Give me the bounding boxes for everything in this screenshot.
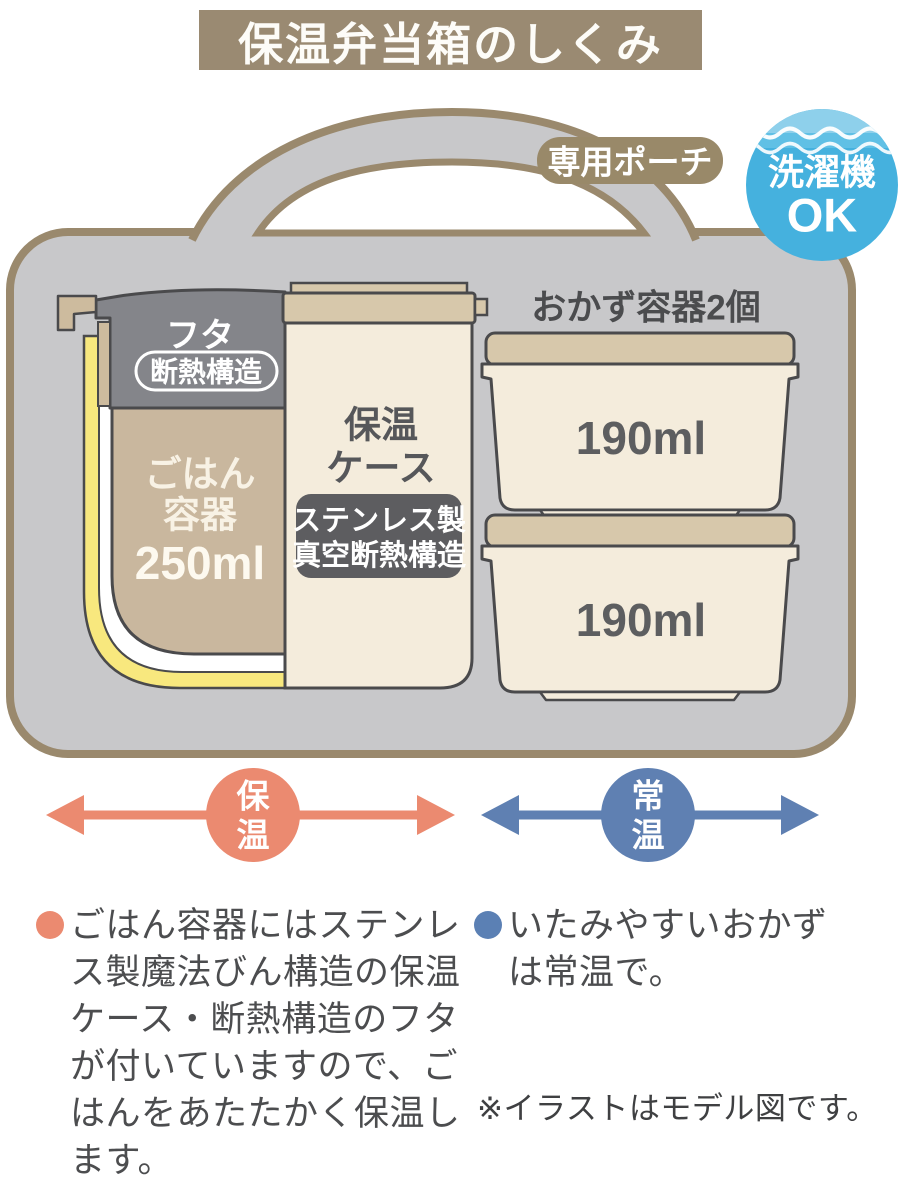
room-temp-note: いたみやすいおかずは常温で。: [474, 902, 854, 996]
keep-warm-arrowhead-left: [46, 795, 84, 835]
lid-label: フタ: [166, 317, 234, 355]
room-temp-char1: 常: [632, 778, 665, 815]
page-title: 保温弁当箱のしくみ: [199, 10, 702, 70]
insulated-lid: [94, 288, 287, 410]
keep-warm-arrowhead-right: [417, 795, 455, 835]
keep-warm-char2: 温: [237, 817, 270, 854]
side-container-1-lid: [484, 331, 796, 367]
room-temp-note-text: いたみやすいおかずは常温で。: [508, 906, 828, 992]
washer-badge-line2: OK: [787, 189, 858, 242]
side-container-1-body: [480, 362, 800, 512]
room-temp-arrowhead-left: [481, 795, 519, 835]
pouch-label-pill: [537, 137, 723, 184]
side-container-2-capacity: 190ml: [576, 594, 706, 646]
thermal-case-line1: 保温: [344, 405, 418, 446]
room-bullet-icon: [474, 911, 502, 939]
thermal-case-line2: ケース: [326, 448, 435, 489]
lunchbox-diagram: 専用ポーチ 洗濯機 OK おかず容器2個 ごはん 容器 250ml フタ 断熱構…: [6, 107, 898, 862]
thermal-case-feature1: ステンレス製: [292, 504, 466, 537]
rice-container: [110, 406, 287, 656]
pouch-label-text: 専用ポーチ: [548, 144, 713, 181]
lid-feature-pill: [134, 350, 279, 392]
side-container-2-lid: [484, 513, 796, 549]
lid-cut-edge: [97, 321, 111, 407]
keep-warm-note-text: ごはん容器にはステンレス製魔法びん構造の保温ケース・断熱構造のフタが付いています…: [70, 906, 461, 1180]
room-temp-char2: 温: [632, 817, 665, 854]
side-containers-label: おかず容器2個: [531, 289, 760, 328]
keep-warm-circle: [206, 768, 300, 862]
room-temp-circle: [601, 768, 695, 862]
washer-badge-line1: 洗濯機: [768, 152, 876, 193]
infographic: 保温弁当箱のしくみ 専用ポーチ 洗濯機 OK おかず容器2個: [6, 10, 898, 1180]
rice-container-capacity: 250ml: [135, 537, 265, 589]
thermal-case-lid-tab: [473, 297, 489, 317]
room-temp-arrow: 常 温: [481, 768, 819, 862]
lid-feature-text: 断熱構造: [150, 356, 262, 388]
wave-line-2: [746, 141, 898, 155]
thermal-case-lid: [281, 291, 477, 325]
model-disclaimer: ※イラストはモデル図です。: [477, 1091, 878, 1126]
thermal-case-feature-badge: [296, 494, 462, 578]
keep-warm-char1: 保: [237, 778, 271, 815]
warm-bullet-icon: [36, 911, 64, 939]
thermal-case-feature2: 真空断熱構造: [292, 538, 466, 572]
rice-container-line1: ごはん: [145, 454, 256, 495]
side-container-2-foot: [538, 690, 742, 702]
side-container-2-body: [480, 544, 800, 694]
keep-warm-note: ごはん容器にはステンレス製魔法びん構造の保温ケース・断熱構造のフタが付いています…: [36, 902, 474, 1184]
room-temp-arrowhead-right: [781, 795, 819, 835]
side-container-1-capacity: 190ml: [576, 412, 706, 464]
keep-warm-arrow: 保 温: [46, 768, 455, 862]
case-rim-cut: [56, 294, 98, 332]
rice-container-line2: 容器: [163, 495, 238, 536]
